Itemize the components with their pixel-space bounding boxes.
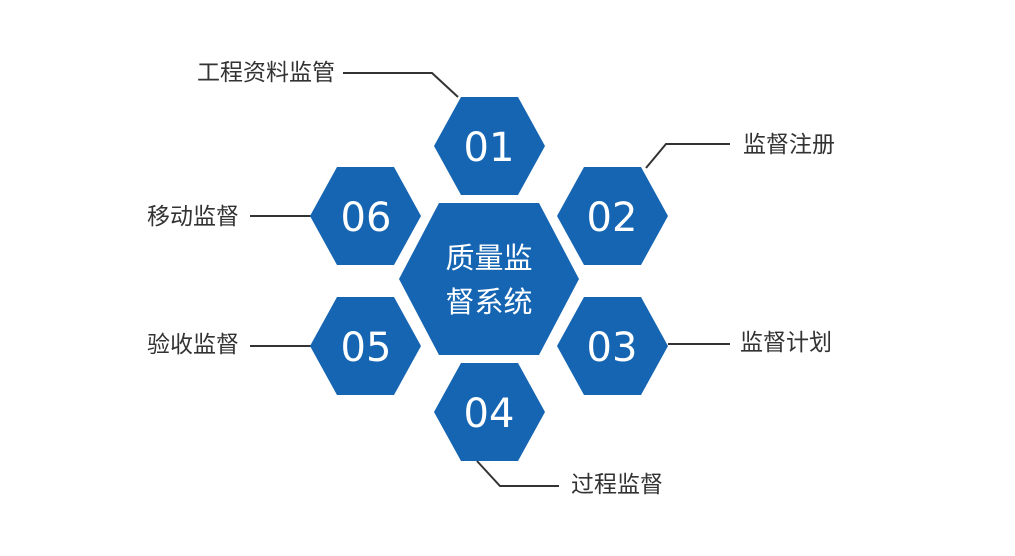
label-03: 监督计划 <box>740 330 832 356</box>
hexagon-02: 02 <box>557 167 668 265</box>
label-04: 过程监督 <box>571 472 663 498</box>
connector-line-02 <box>645 143 730 169</box>
label-02: 监督注册 <box>743 132 835 158</box>
connector-line-01 <box>343 72 459 98</box>
center-hexagon: 质量监 督系统 <box>399 203 579 355</box>
hexagon-05: 05 <box>310 297 421 395</box>
hexagon-01-number: 01 <box>464 125 515 171</box>
hexagon-04-number: 04 <box>464 391 515 437</box>
hexagon-03-number: 03 <box>587 325 638 371</box>
hexagon-01: 01 <box>434 97 545 195</box>
hexagon-04: 04 <box>434 363 545 461</box>
center-title-line-2: 督系统 <box>445 285 532 319</box>
hexagon-03: 03 <box>557 297 668 395</box>
label-06: 移动监督 <box>147 204 239 230</box>
hexagon-06-number: 06 <box>341 195 392 241</box>
label-05: 验收监督 <box>147 332 239 358</box>
hexagon-06: 06 <box>310 167 421 265</box>
center-title-line-1: 质量监 <box>445 241 532 275</box>
hexagon-05-number: 05 <box>341 325 392 371</box>
connector-line-04 <box>476 460 559 487</box>
hexagon-02-number: 02 <box>587 195 638 241</box>
label-01: 工程资料监管 <box>197 60 335 86</box>
